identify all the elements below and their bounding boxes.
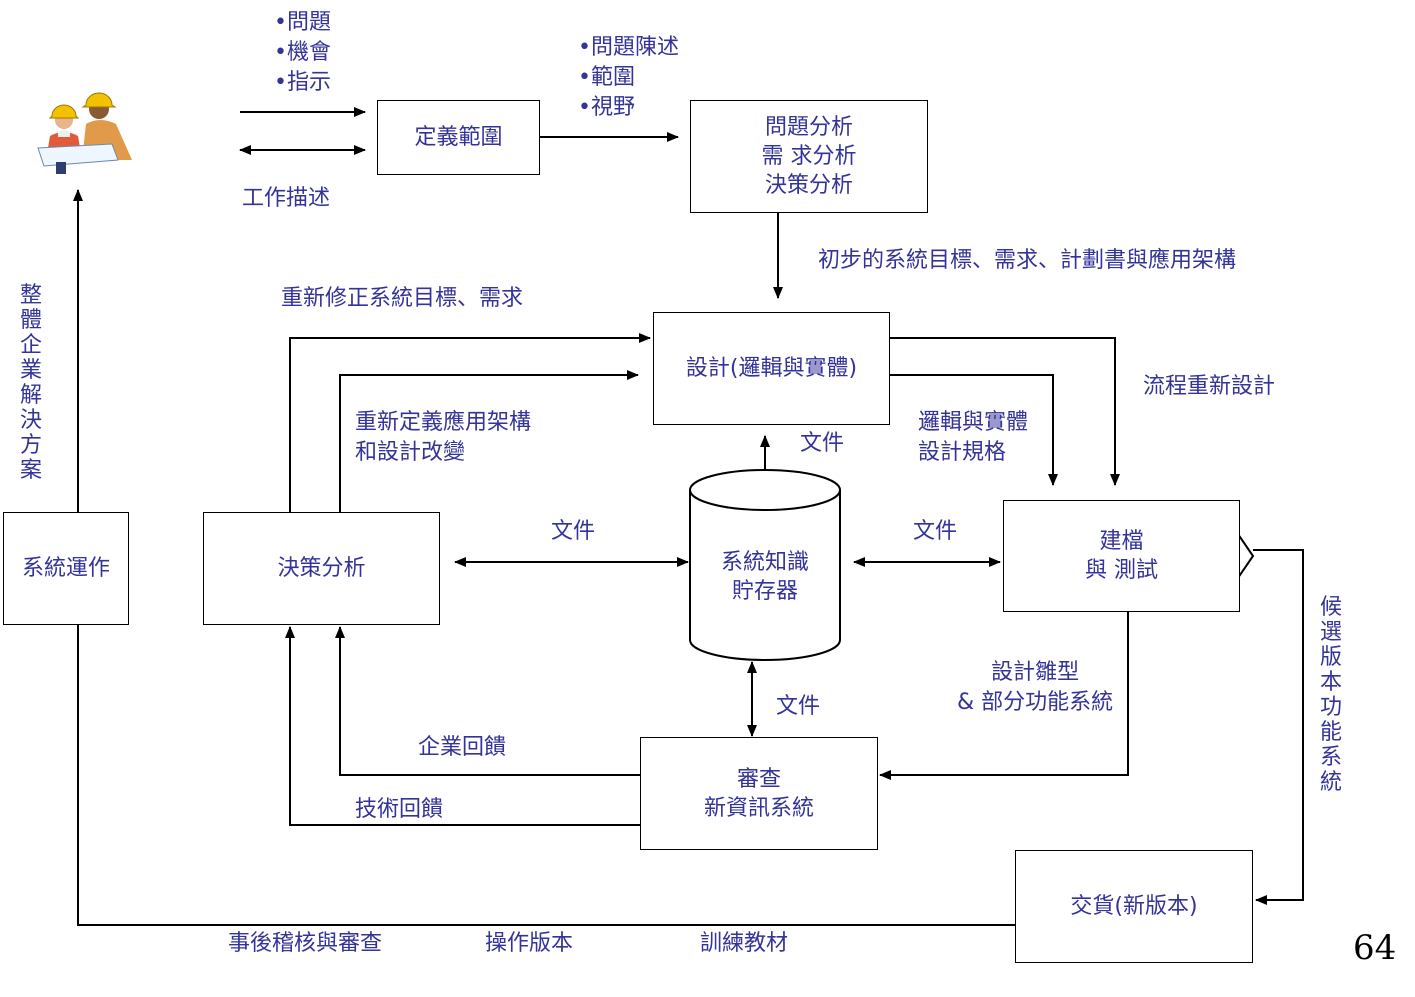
logic-spec-label: 邏輯與實體 設計規格 <box>918 410 1029 465</box>
analysis-text: 問題分析 需 求分析 決策分析 <box>761 115 857 198</box>
arrow-redefine-arch <box>339 370 639 512</box>
arrow-delivery-to-operation <box>77 625 1015 926</box>
define-scope-text: 定義範圍 <box>414 125 503 150</box>
candidate-version-label: 候選版本功能系統 <box>1319 595 1342 795</box>
repository-cylinder <box>689 469 841 661</box>
delivery-box: 交貨(新版本) <box>1015 850 1253 963</box>
scope-items-label: •問題陳述 •範圍 •視野 <box>578 35 679 120</box>
arrow-business-feedback <box>335 626 640 776</box>
repository-text: 系統知識 貯存器 <box>720 550 809 604</box>
redefine-arch-label: 重新定義應用架構 和設計改變 <box>355 410 532 465</box>
decision-box: 決策分析 <box>203 512 440 625</box>
arrow-prototype <box>879 612 1129 780</box>
doc-bottom-label: 文件 <box>776 694 821 719</box>
operation-box: 系統運作 <box>3 512 129 625</box>
design-text: 設計(邏輯與實體) <box>685 356 858 381</box>
build-test-text: 建檔 與 測試 <box>1085 529 1158 583</box>
enterprise-solution-label: 整體企業解決方案 <box>19 283 42 483</box>
review-text: 審查 新資訊系統 <box>703 766 814 821</box>
review-box: 審查 新資訊系統 <box>640 737 878 850</box>
operation-text: 系統運作 <box>21 556 110 581</box>
arrow-candidate <box>1253 549 1304 905</box>
initial-goals-label: 初步的系統目標、需求、計劃書與應用架構 <box>818 248 1237 273</box>
design-box: 設計(邏輯與實體) <box>653 312 890 425</box>
define-scope-box: 定義範圍 <box>377 100 540 175</box>
training-label: 訓練教材 <box>700 931 789 956</box>
doc-left-label: 文件 <box>551 519 596 544</box>
job-desc-label: 工作描述 <box>242 186 331 211</box>
build-test-box: 建檔 與 測試 <box>1003 500 1240 612</box>
business-feedback-label: 企業回饋 <box>418 735 507 760</box>
audit-label: 事後稽核與審查 <box>228 931 383 956</box>
analysis-box: 問題分析 需 求分析 決策分析 <box>690 100 928 213</box>
decision-text: 決策分析 <box>277 556 366 581</box>
arrow-tech-feedback <box>285 626 640 826</box>
revise-goals-label: 重新修正系統目標、需求 <box>281 286 524 311</box>
process-redesign-label: 流程重新設計 <box>1143 374 1276 399</box>
op-version-label: 操作版本 <box>485 931 574 956</box>
arrow-logic-spec <box>890 374 1058 486</box>
prototype-label: 設計雛型 & 部分功能系統 <box>957 660 1114 715</box>
workers-icon <box>37 92 132 174</box>
page-number: 64 <box>1353 928 1397 968</box>
doc-top-label: 文件 <box>800 431 845 456</box>
delivery-text: 交貨(新版本) <box>1070 894 1198 919</box>
arrow-process-redesign <box>890 337 1120 486</box>
arrow-revise-goals <box>289 333 651 512</box>
doc-right-label: 文件 <box>913 519 958 544</box>
tech-feedback-label: 技術回饋 <box>355 797 444 822</box>
inputs-label: •問題 •機會 •指示 <box>274 10 331 95</box>
